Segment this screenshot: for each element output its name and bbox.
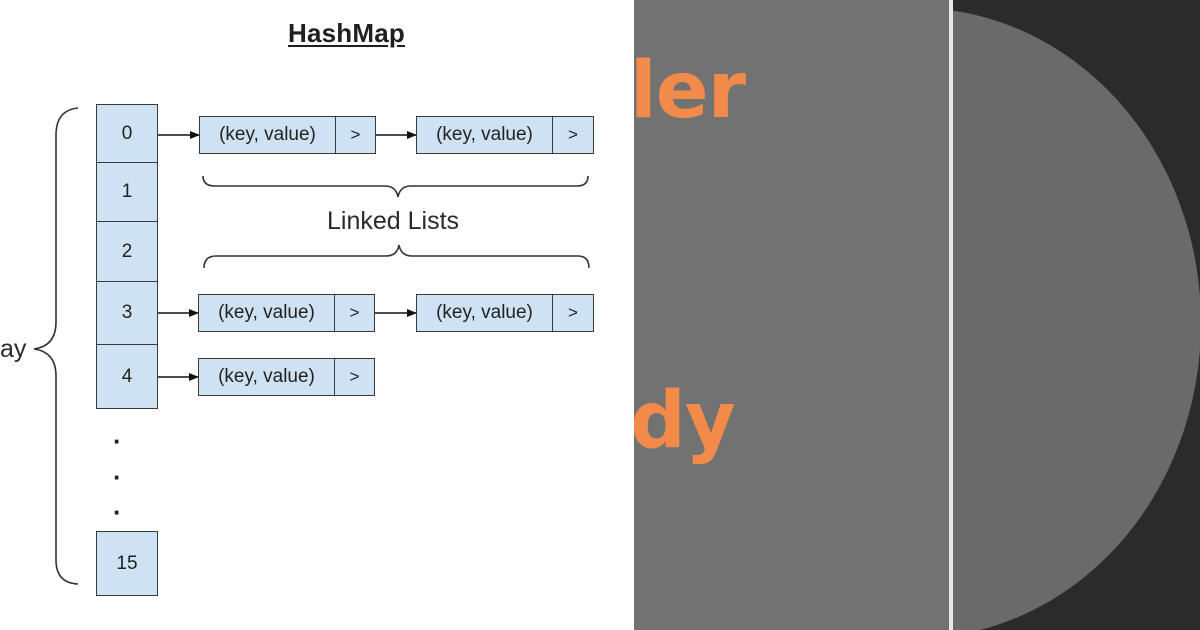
slide-panel: ler dy	[634, 0, 949, 630]
list-node: (key, value) >	[198, 294, 375, 332]
diagram-title: HashMap	[288, 18, 405, 48]
array-cell-15: 15	[96, 531, 158, 596]
list-node: (key, value) >	[416, 294, 594, 332]
node-next-pointer: >	[568, 303, 578, 322]
slide-heading-bottom: dy	[634, 376, 736, 466]
node-key-value: (key, value)	[199, 295, 335, 331]
array-cell-3: 3	[96, 281, 158, 345]
list-node: (key, value) >	[199, 116, 376, 154]
node-key-value: (key, value)	[200, 117, 336, 153]
node-next-pointer: >	[568, 125, 578, 144]
panel-divider	[949, 0, 953, 630]
array-cell-1: 1	[96, 162, 158, 222]
ellipsis-dot: ·	[113, 426, 122, 456]
slide-heading-top: ler	[634, 46, 746, 136]
ellipsis-dot: ·	[113, 497, 122, 527]
array-cell-2: 2	[96, 221, 158, 282]
list-node: (key, value) >	[416, 116, 594, 154]
array-brace	[33, 107, 79, 585]
node-key-value: (key, value)	[417, 117, 553, 153]
linked-lists-brace-bottom	[203, 244, 590, 269]
linked-lists-label: Linked Lists	[327, 207, 460, 235]
diagram-lines	[33, 107, 590, 585]
linked-lists-brace-top	[202, 175, 589, 198]
node-key-value: (key, value)	[417, 295, 553, 331]
array-label: ay	[0, 335, 27, 363]
node-next-pointer: >	[350, 125, 361, 144]
array-cell-0: 0	[96, 104, 158, 163]
ellipsis-dot: ·	[113, 462, 122, 492]
node-next-pointer: >	[349, 303, 360, 322]
node-next-pointer: >	[349, 367, 360, 386]
node-key-value: (key, value)	[199, 359, 335, 395]
array-cell-4: 4	[96, 344, 158, 409]
decorative-panel	[953, 0, 1200, 630]
list-node: (key, value) >	[198, 358, 375, 396]
decorative-circle	[953, 8, 1200, 630]
hashmap-diagram: HashMap ay Linked Lists 0 1 2 3 4 15 · ·…	[0, 18, 594, 596]
